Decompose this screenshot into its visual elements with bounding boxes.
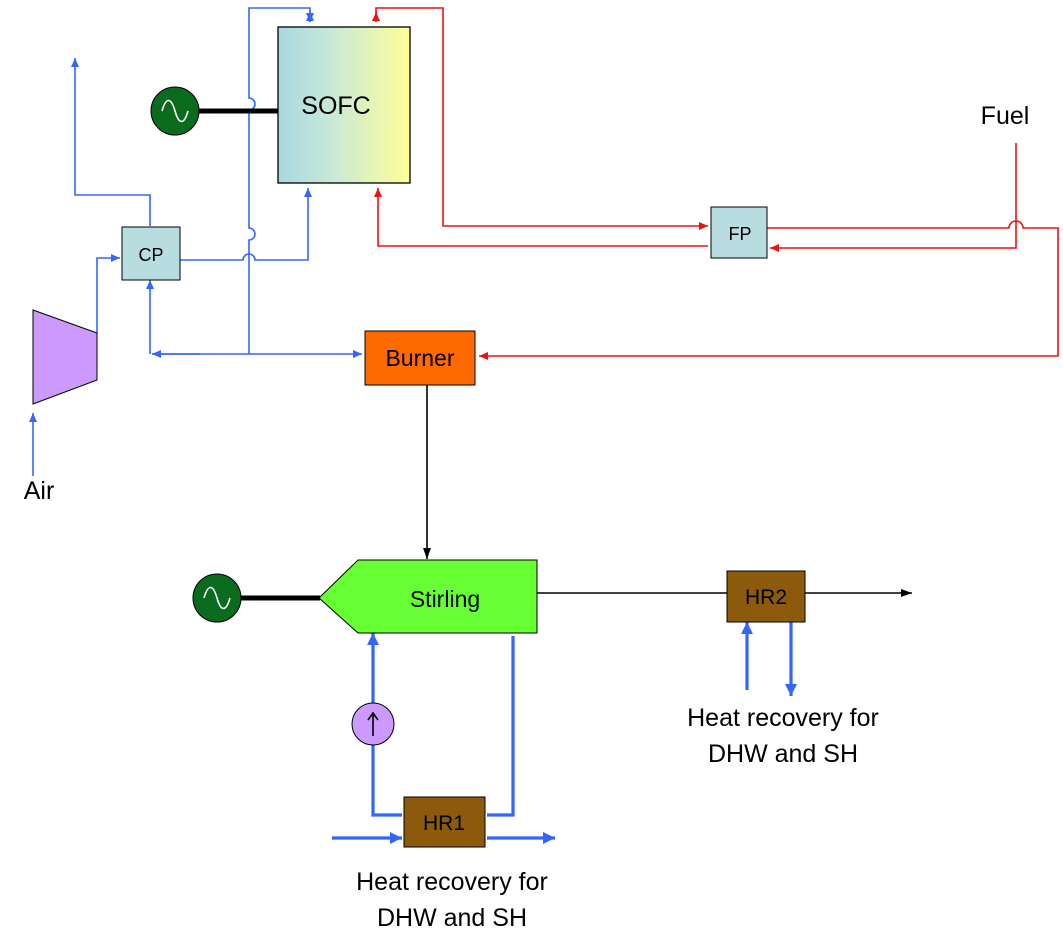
fuel-lines xyxy=(372,7,1059,360)
air-line-cp-exhaust xyxy=(71,58,151,226)
fuel-label: Fuel xyxy=(981,102,1030,130)
hr2-caption-line2: DHW and SH xyxy=(708,740,858,768)
hr1-label: HR1 xyxy=(423,812,465,835)
water-hr1-to-pump xyxy=(371,745,402,817)
fuel-line-fp-to-sofc xyxy=(374,188,708,247)
burner-label: Burner xyxy=(385,345,454,371)
up-arrow-pump-icon xyxy=(367,711,379,736)
sofc-generator xyxy=(150,86,200,136)
hr1-caption-line1: Heat recovery for xyxy=(356,868,548,896)
trapezoid-compressor-icon xyxy=(32,309,98,405)
hr1-caption-line2: DHW and SH xyxy=(377,904,527,932)
hr2-block: HR2 xyxy=(726,570,806,623)
burner-block: Burner xyxy=(364,330,476,386)
stirling-generator xyxy=(192,573,242,623)
fuel-line-sofc-to-fp xyxy=(375,7,708,230)
air-line-compressor-to-cp xyxy=(96,254,120,333)
water-lines xyxy=(332,622,797,844)
water-stirling-to-hr1 xyxy=(487,636,515,817)
fp-block: FP xyxy=(710,206,768,259)
cp-label: CP xyxy=(138,245,163,265)
stirling-block: Stirling xyxy=(318,559,538,634)
sine-wave-icon xyxy=(203,586,231,610)
sine-wave-icon xyxy=(161,99,189,123)
hr2-caption-line1: Heat recovery for xyxy=(687,704,879,732)
fuel-line-fp-to-burner xyxy=(479,220,1059,360)
fuel-inlet-line xyxy=(770,143,1017,252)
sofc-label: SOFC xyxy=(301,92,370,120)
pump xyxy=(351,702,395,746)
cp-block: CP xyxy=(121,226,181,281)
sofc-block: SOFC xyxy=(277,26,411,184)
exhaust-lines xyxy=(423,385,912,597)
air-line-cp-to-sofc xyxy=(180,188,312,261)
hr1-block: HR1 xyxy=(403,796,486,848)
stirling-label: Stirling xyxy=(410,586,480,612)
air-label: Air xyxy=(24,477,55,505)
hr2-label: HR2 xyxy=(745,586,787,609)
fp-label: FP xyxy=(728,224,751,244)
